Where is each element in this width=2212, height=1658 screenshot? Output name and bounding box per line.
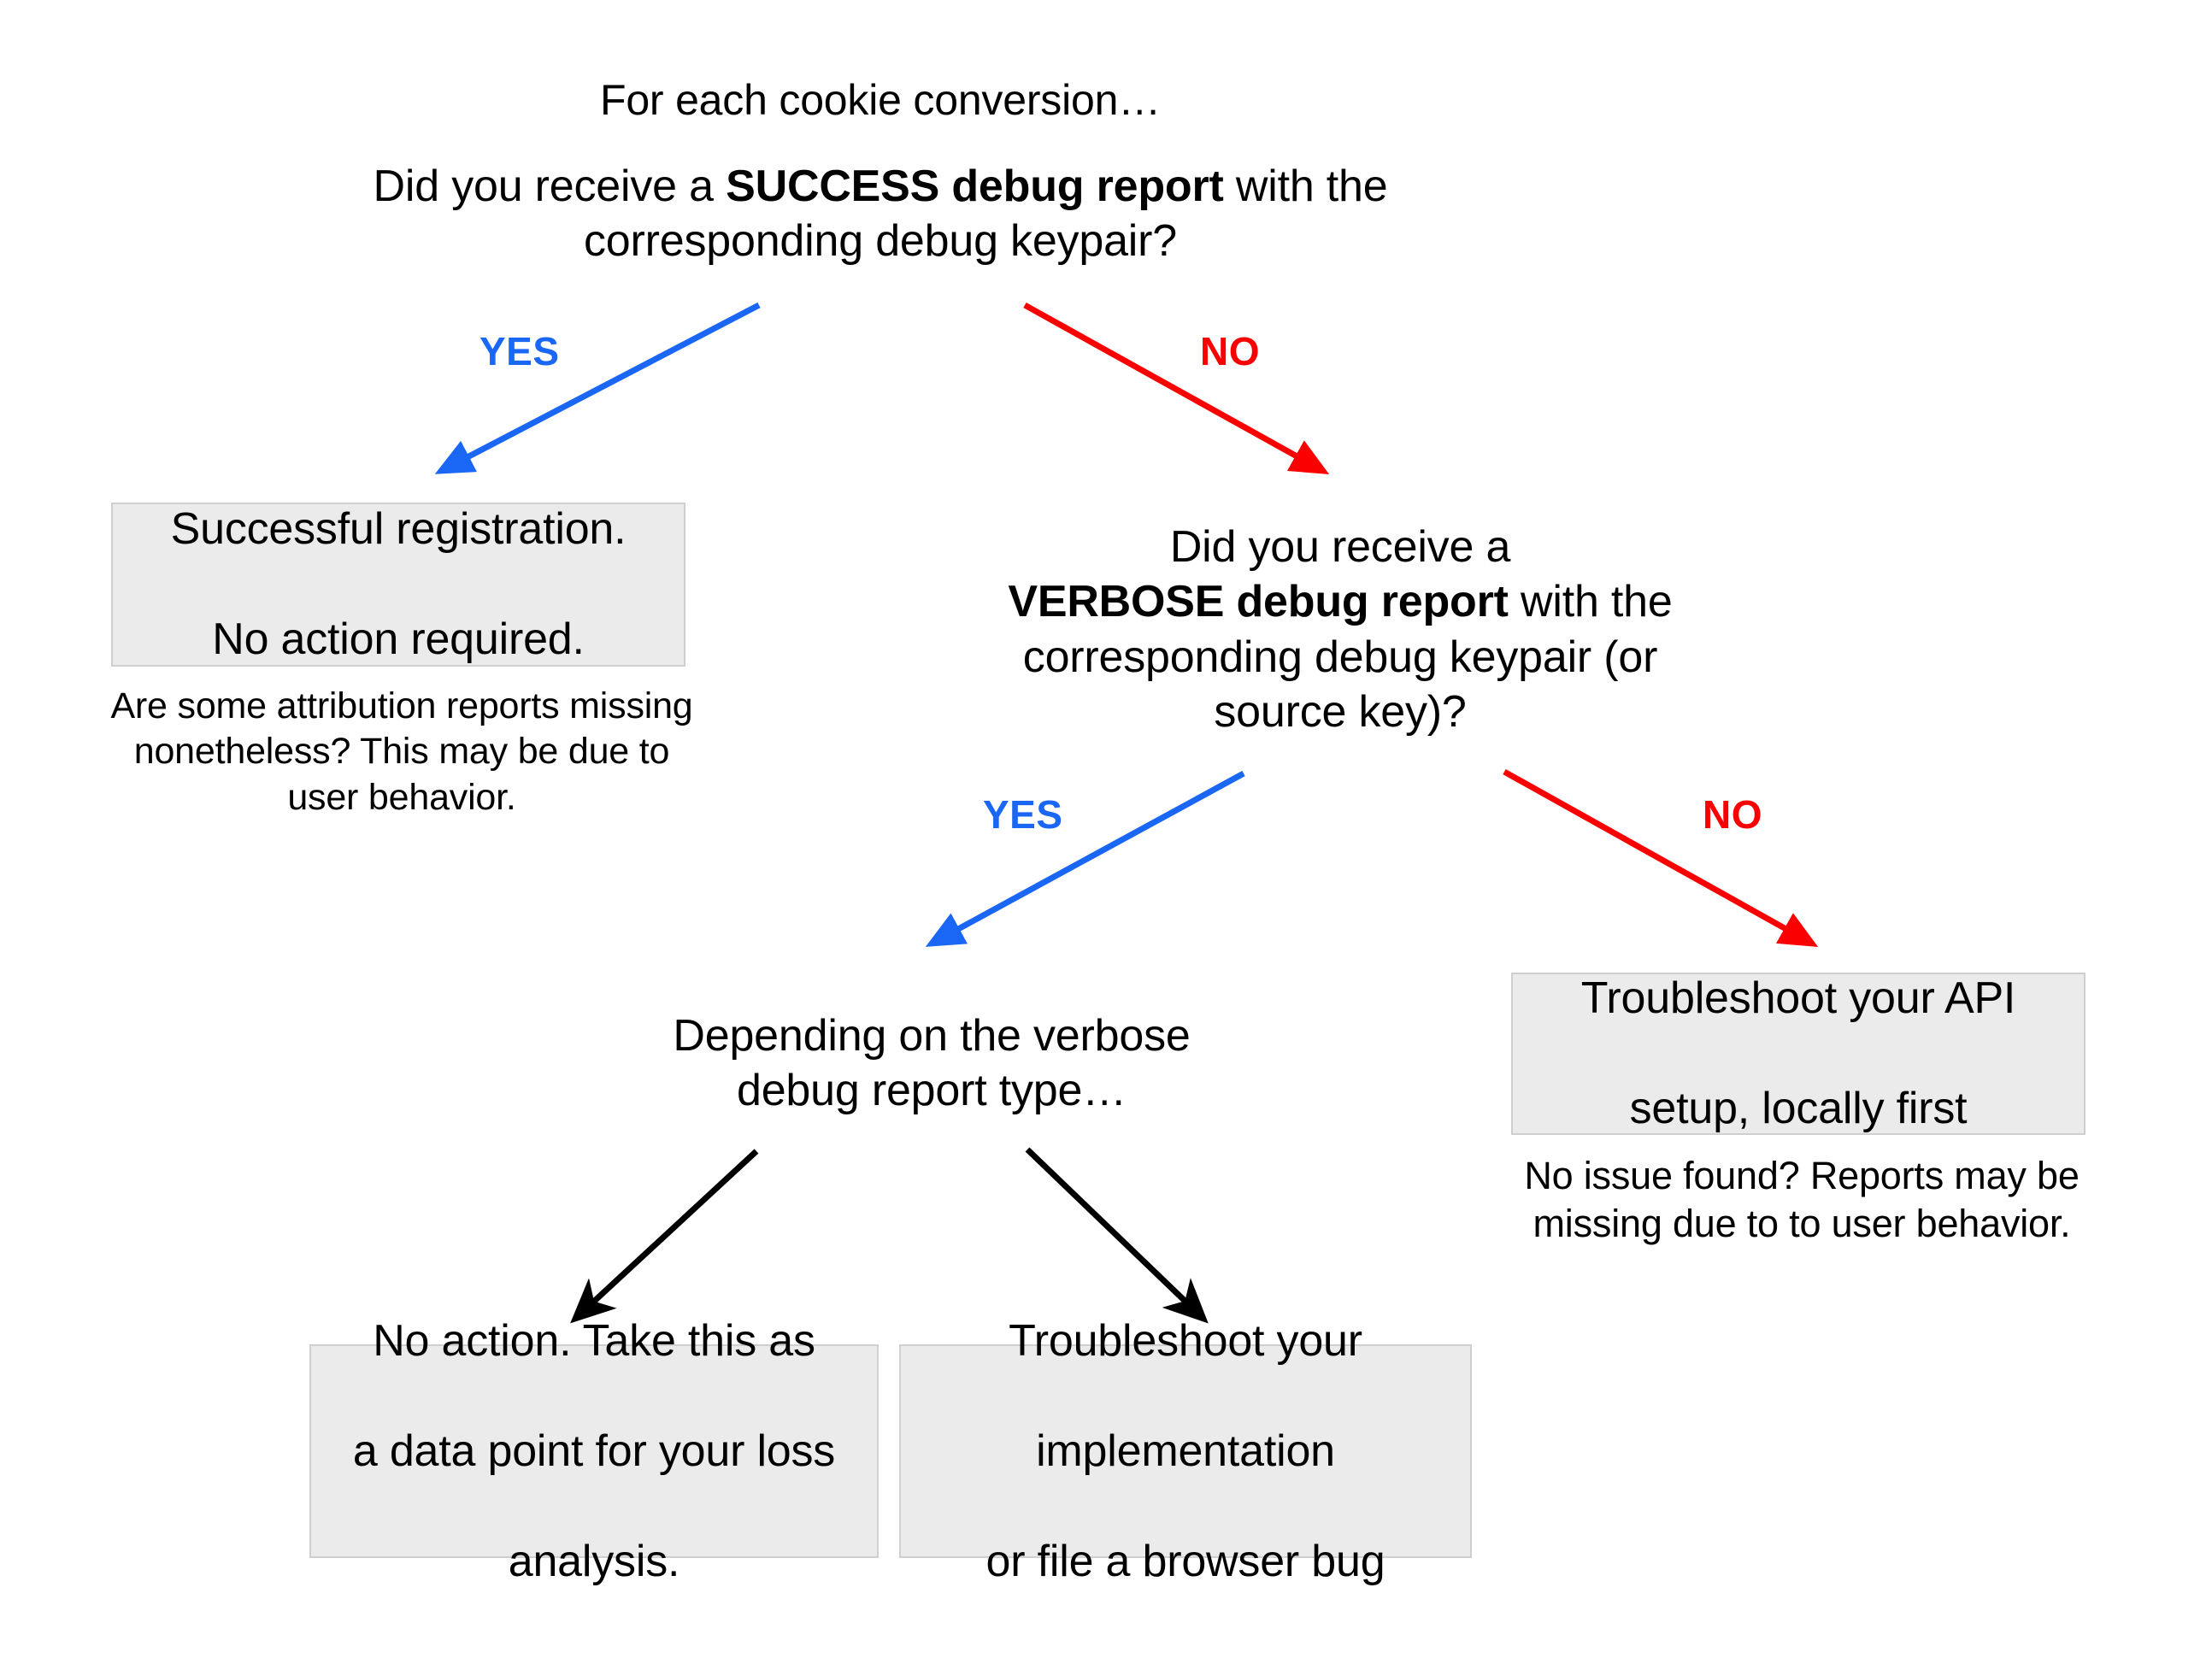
verbose-type-line-2: debug report type…: [736, 1066, 1127, 1116]
edge-label-yes-2-text: YES: [983, 792, 1063, 837]
root-intro-label: For each cookie conversion…: [599, 76, 1162, 124]
root-intro-text: For each cookie conversion…: [393, 73, 1368, 126]
box-troubleshoot-implementation-text: Troubleshoot your implementation or file…: [901, 1314, 1470, 1589]
edge-verbose-to-no-action: [570, 1149, 759, 1324]
note-attribution-missing: Are some attribution reports missing non…: [103, 684, 701, 820]
no-action-line-2: a data point for your loss: [352, 1426, 836, 1476]
box-no-action-data-point[interactable]: No action. Take this as a data point for…: [309, 1316, 879, 1586]
api-line-2: setup, locally first: [1629, 1084, 1968, 1134]
edge-label-yes-2: YES: [983, 791, 1063, 838]
root-question: Did you receive a SUCCESS debug report w…: [291, 159, 1470, 269]
edge-yes-verbose-type: [925, 770, 1245, 947]
no-action-line-1: No action. Take this as: [373, 1315, 815, 1366]
impl-line-2: implementation: [1036, 1426, 1335, 1476]
edge-label-no-1: NO: [1200, 328, 1260, 374]
success-line-1: Successful registration.: [170, 504, 627, 555]
note-verbose-report-type: Depending on the verbose debug report ty…: [615, 1008, 1248, 1119]
box-successful-registration[interactable]: Successful registration. No action requi…: [111, 503, 685, 667]
note-attribution-missing-text: Are some attribution reports missing non…: [110, 685, 693, 818]
verbose-question-pre: Did you receive a: [1169, 522, 1511, 572]
verbose-question-bold: VERBOSE debug report: [1008, 577, 1509, 627]
box-successful-registration-text: Successful registration. No action requi…: [113, 502, 684, 667]
root-question-bold: SUCCESS debug report: [726, 162, 1224, 211]
success-line-2: No action required.: [212, 614, 585, 665]
verbose-question-post: with the corresponding debug keypair (or…: [1022, 577, 1673, 738]
impl-line-3: or file a browser bug: [985, 1536, 1385, 1586]
box-troubleshoot-api-setup[interactable]: Troubleshoot your API setup, locally fir…: [1511, 973, 2086, 1135]
edge-label-yes-1-text: YES: [479, 329, 560, 373]
box-troubleshoot-api-setup-text: Troubleshoot your API setup, locally fir…: [1513, 971, 2084, 1136]
edge-label-no-2: NO: [1703, 791, 1762, 838]
edge-label-yes-1: YES: [479, 328, 560, 374]
edge-label-no-2-text: NO: [1703, 792, 1762, 837]
box-no-action-data-point-text: No action. Take this as a data point for…: [311, 1314, 877, 1589]
root-question-pre: Did you receive a: [373, 162, 727, 211]
root-question-post: with the corresponding debug keypair?: [584, 162, 1388, 267]
verbose-type-line-1: Depending on the verbose: [673, 1011, 1191, 1061]
edge-label-no-1-text: NO: [1200, 329, 1260, 373]
impl-line-1: Troubleshoot your: [1009, 1315, 1362, 1366]
edge-verbose-to-implementation: [1025, 1147, 1209, 1324]
box-troubleshoot-implementation[interactable]: Troubleshoot your implementation or file…: [899, 1316, 1472, 1586]
note-no-issue-found: No issue found? Reports may be missing d…: [1468, 1152, 2135, 1248]
api-line-1: Troubleshoot your API: [1580, 973, 2016, 1024]
note-no-issue-found-text: No issue found? Reports may be missing d…: [1524, 1154, 2080, 1245]
edge-no-verbose: [1023, 302, 1330, 474]
no-action-line-3: analysis.: [508, 1536, 680, 1586]
edge-no-api-setup: [1503, 768, 1819, 947]
